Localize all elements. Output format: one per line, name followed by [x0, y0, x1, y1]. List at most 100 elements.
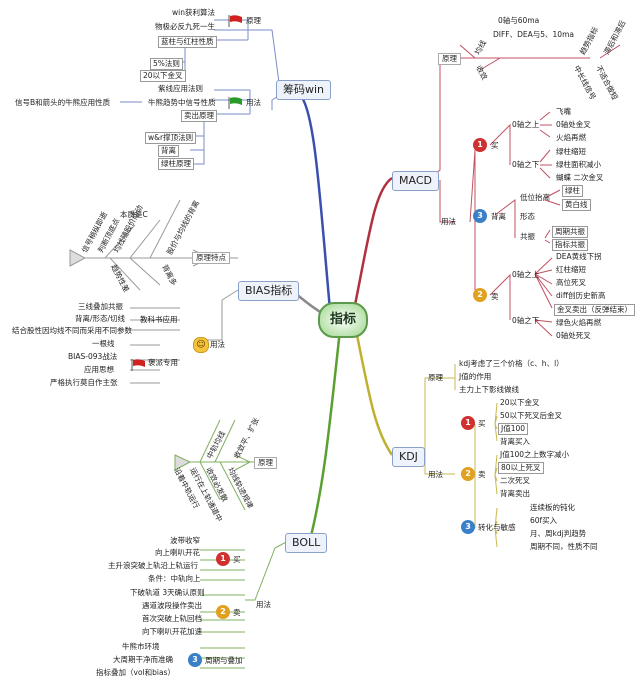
boll-mai-item-3[interactable]: 主升浪突破上轨沿上轨运行 — [108, 561, 198, 570]
kdj-node[interactable]: KDJ — [392, 447, 425, 467]
boll-sell-item-2[interactable]: 遇道波段操作卖出 — [142, 601, 202, 610]
macd-sell-above-5[interactable]: 金叉卖出（反弹结束） — [554, 304, 635, 316]
boll-mai-item-4[interactable]: 条件：中轨向上 — [148, 574, 201, 583]
kdj-mai-item-1[interactable]: 20以下金叉 — [500, 398, 540, 407]
bias-bianpai-item-4[interactable]: 严格执行莫自作主张 — [50, 378, 118, 387]
macd-buy-below-1[interactable]: 绿柱缩短 — [556, 147, 586, 156]
kdj-zhuanhua-item-1[interactable]: 连续板的钝化 — [530, 503, 575, 512]
bias-yongfa-label[interactable]: 用法 — [210, 340, 225, 349]
kdj-zhuanhua-item-4[interactable]: 周期不同，性质不同 — [530, 542, 598, 551]
macd-yuanli-label[interactable]: 原理 — [438, 53, 461, 65]
kdj-zhuanhua-label[interactable]: 转化与敏感 — [478, 523, 516, 532]
kdj-sell-item-2[interactable]: 80以上死叉 — [498, 462, 544, 474]
chouma-maichu-item-1[interactable]: w&r撑顶法则 — [145, 132, 197, 144]
priority-1-icon: 1 — [216, 552, 230, 566]
boll-zhouqi-item-3[interactable]: 指标叠加（vol和bias） — [96, 668, 175, 677]
bias-bianpai-item-2[interactable]: BIAS-093战法 — [68, 352, 118, 361]
chouma-yongfa-item-2[interactable]: 牛熊趋势中信号性质 — [148, 98, 216, 107]
boll-yuanli-label[interactable]: 原理 — [254, 457, 277, 469]
kdj-sell-item-1[interactable]: J值100之上数字减小 — [500, 450, 570, 459]
boll-mai-label[interactable]: 买 — [233, 555, 241, 564]
center-node[interactable]: 指标 — [318, 302, 369, 338]
macd-gongzhen-item-1[interactable]: 周期共振 — [552, 226, 588, 238]
macd-sell-above-1[interactable]: DEA黄线下拐 — [556, 252, 602, 261]
bias-node[interactable]: BIAS指标 — [238, 281, 300, 301]
kdj-mai-item-3[interactable]: J值100 — [498, 423, 529, 435]
macd-beili-item-3[interactable]: 共振 — [520, 232, 535, 241]
bias-bianpai-item-3[interactable]: 应用思想 — [84, 365, 114, 374]
boll-zhouqi-label[interactable]: 周期与叠加 — [205, 656, 243, 665]
macd-sell-below-2[interactable]: 0轴处死叉 — [556, 331, 591, 340]
boll-node[interactable]: BOLL — [285, 533, 328, 553]
chouma-yuanli-item-3[interactable]: 蓝柱与红柱性质 — [158, 36, 217, 48]
boll-sell-item-1[interactable]: 下破轨道 3天确认原则 — [130, 588, 205, 597]
kdj-yuanli-label[interactable]: 原理 — [428, 373, 443, 382]
kdj-mai-label[interactable]: 买 — [478, 419, 486, 428]
chouma-node[interactable]: 筹码win — [276, 80, 332, 100]
kdj-sell-item-4[interactable]: 背离卖出 — [500, 489, 530, 498]
macd-buy-below-3[interactable]: 蝴蝶 二次金叉 — [556, 173, 604, 182]
macd-green-item-1[interactable]: 绿柱 — [562, 185, 583, 197]
chouma-yuanli-item-1[interactable]: win获利算法 — [172, 8, 215, 17]
kdj-mai-item-2[interactable]: 50以下死叉后金叉 — [500, 411, 563, 420]
boll-sell-item-4[interactable]: 向下喇叭开花加速 — [142, 627, 202, 636]
chouma-yuanli-item-2[interactable]: 物极必反九死一生 — [155, 22, 215, 31]
kdj-zhuanhua-item-2[interactable]: 60f买入 — [530, 516, 558, 525]
chouma-rule-1[interactable]: 5%法则 — [150, 58, 183, 70]
kdj-yuanli-item-2[interactable]: J值的作用 — [459, 372, 492, 381]
bias-yuanli-tedian[interactable]: 原理特点 — [192, 252, 230, 264]
macd-node[interactable]: MACD — [392, 171, 439, 191]
macd-beili-item-1[interactable]: 低位抬高 — [520, 193, 550, 202]
chouma-maichu-item-3[interactable]: 绿柱原理 — [158, 158, 194, 170]
boll-mai-item-1[interactable]: 波带收窄 — [170, 536, 200, 545]
boll-mai-item-2[interactable]: 向上喇叭开花 — [155, 548, 200, 557]
macd-yuanli-item-2[interactable]: DIFF、DEA与5、10ma — [493, 30, 574, 39]
boll-yongfa-label[interactable]: 用法 — [256, 600, 271, 609]
macd-buy-above-3[interactable]: 火焰再燃 — [556, 133, 586, 142]
kdj-sell-label[interactable]: 卖 — [478, 470, 486, 479]
kdj-yuanli-item-3[interactable]: 主力上下影线做线 — [459, 385, 519, 394]
macd-buy-above-1[interactable]: 飞嘴 — [556, 107, 571, 116]
macd-buy-below-2[interactable]: 绿柱面积减小 — [556, 160, 601, 169]
kdj-yongfa-label[interactable]: 用法 — [428, 470, 443, 479]
chouma-rule-2[interactable]: 20以下金叉 — [140, 70, 186, 82]
kdj-mai-item-4[interactable]: 背离买入 — [500, 437, 530, 446]
bias-jiaokeshu-item-2[interactable]: 背离/形态/切线 — [75, 314, 126, 323]
macd-green-item-2[interactable]: 黄白线 — [562, 199, 591, 211]
chouma-bull-bear-note[interactable]: 信号B和箭头的牛熊应用性质 — [15, 98, 111, 107]
chouma-yongfa-item-3[interactable]: 卖出原理 — [181, 110, 217, 122]
kdj-yuanli-item-1[interactable]: kdj考虑了三个价格（c、h、l） — [459, 359, 564, 368]
macd-yongfa-label[interactable]: 用法 — [441, 217, 456, 226]
boll-sell-label[interactable]: 卖 — [233, 608, 241, 617]
macd-buy-above-2[interactable]: 0轴处金叉 — [556, 120, 591, 129]
macd-sell-above-3[interactable]: 高位死叉 — [556, 278, 586, 287]
chouma-yongfa-item-1[interactable]: 紫线应用法则 — [158, 84, 203, 93]
macd-gongzhen-item-2[interactable]: 指标共振 — [552, 239, 588, 251]
macd-mai-label[interactable]: 买 — [491, 141, 499, 150]
macd-sell-above-2[interactable]: 红柱缩短 — [556, 265, 586, 274]
bias-bianpai-item-1[interactable]: 一根线 — [92, 339, 115, 348]
macd-sell-label[interactable]: 卖 — [491, 292, 499, 301]
bias-bianpai[interactable]: 褒派专用 — [148, 358, 178, 367]
macd-zero-above[interactable]: 0轴之上 — [512, 120, 540, 129]
bias-benzhi[interactable]: 本质是C — [120, 210, 148, 219]
macd-beili-label[interactable]: 背离 — [491, 212, 506, 221]
macd-yuanli-item-1[interactable]: 0轴与60ma — [498, 16, 540, 25]
macd-zero-below[interactable]: 0轴之下 — [512, 160, 540, 169]
macd-sell-below-1[interactable]: 绿色火焰再燃 — [556, 318, 601, 327]
boll-zhouqi-item-2[interactable]: 大周期干净而准确 — [113, 655, 173, 664]
macd-beili-item-2[interactable]: 形态 — [520, 212, 535, 221]
macd-sell-zero-above[interactable]: 0轴之上 — [512, 270, 540, 279]
macd-sell-above-4[interactable]: diff创历史新高 — [556, 291, 606, 300]
chouma-yongfa-label[interactable]: 用法 — [246, 98, 261, 107]
kdj-sell-item-3[interactable]: 二次死叉 — [500, 476, 530, 485]
boll-zhouqi-item-1[interactable]: 牛熊市环境 — [122, 642, 160, 651]
bias-jiaokeshu[interactable]: 教科书应用 — [140, 315, 178, 324]
bias-jiaokeshu-item-1[interactable]: 三线叠加共振 — [78, 302, 123, 311]
boll-sell-item-3[interactable]: 首次突破上轨回档 — [142, 614, 202, 623]
chouma-yuanli-label[interactable]: 原理 — [246, 16, 261, 25]
bias-jiaokeshu-item-3[interactable]: 结合股性因均线不同而采用不同参数 — [12, 326, 132, 335]
macd-sell-zero-below[interactable]: 0轴之下 — [512, 316, 540, 325]
chouma-maichu-item-2[interactable]: 背离 — [158, 145, 179, 157]
kdj-zhuanhua-item-3[interactable]: 月、周kdj判趋势 — [530, 529, 587, 538]
